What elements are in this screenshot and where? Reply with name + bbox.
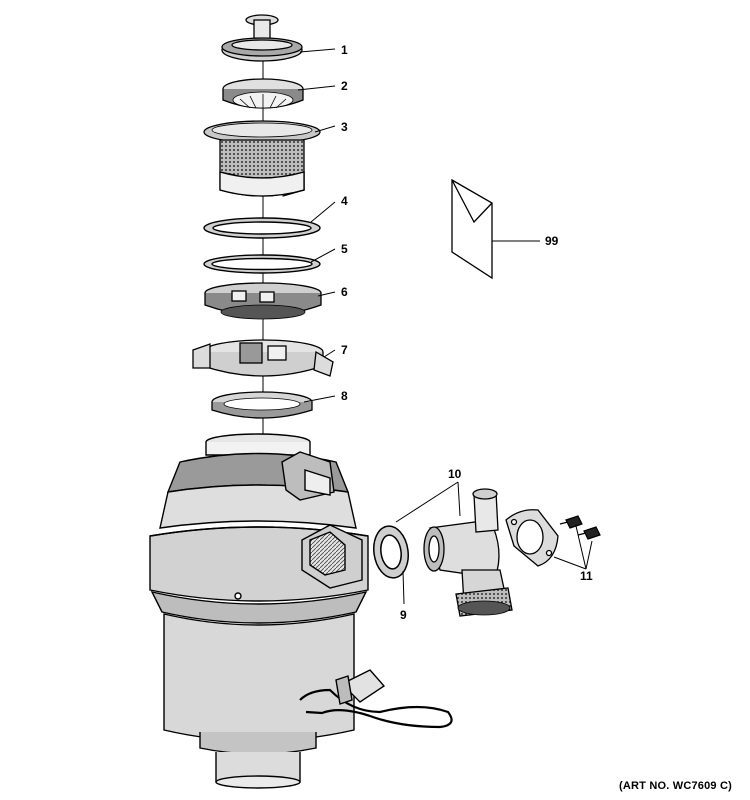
disposer-body — [149, 433, 453, 789]
callout-3: 3 — [341, 120, 348, 134]
callout-7: 7 — [341, 343, 348, 357]
part-99-literature — [451, 178, 493, 280]
callout-9: 9 — [400, 608, 407, 622]
callout-4: 4 — [341, 194, 348, 208]
part-1-stopper — [221, 14, 303, 62]
callout-99: 99 — [545, 234, 559, 248]
callout-1: 1 — [341, 43, 348, 57]
part-8-cushion-mount — [211, 391, 313, 419]
part-6-mounting-ring — [204, 282, 322, 320]
callout-6: 6 — [341, 285, 348, 299]
part-3-sink-flange — [203, 120, 321, 197]
leader-lines — [297, 48, 593, 605]
part-4-gasket — [203, 217, 321, 239]
art-number: (ART NO. WC7609 C) — [619, 780, 732, 792]
callout-11: 11 — [580, 569, 593, 583]
callout-2: 2 — [341, 79, 348, 93]
part-10-discharge-tube — [423, 488, 513, 617]
callout-5: 5 — [341, 242, 348, 256]
part-5-backup-ring — [203, 254, 321, 274]
part-11-screws — [559, 515, 601, 540]
part-2-splash-baffle — [222, 78, 304, 109]
part-7-mount-ring-assembly — [192, 339, 334, 377]
callout-10: 10 — [448, 467, 462, 481]
callout-8: 8 — [341, 389, 348, 403]
callout-labels: 1 2 3 4 5 6 7 8 9 10 11 99 — [341, 43, 593, 622]
discharge-flange-plate — [505, 509, 559, 567]
part-9-discharge-gasket — [373, 525, 409, 579]
